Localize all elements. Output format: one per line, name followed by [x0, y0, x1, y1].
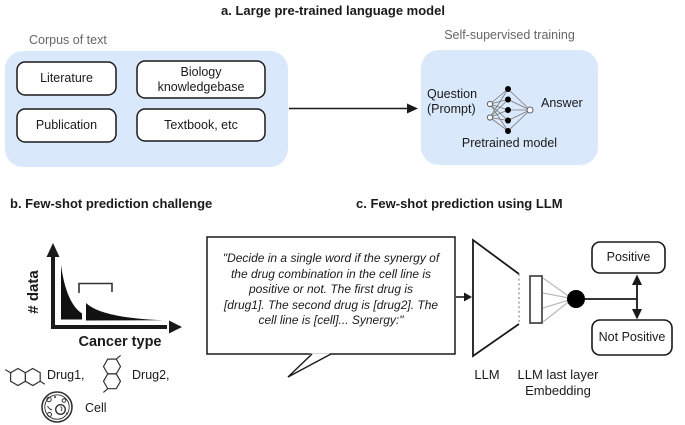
chart-curve-tail: [86, 303, 163, 321]
drug2-label: Drug2,: [132, 368, 170, 382]
cell-label: Cell: [85, 401, 107, 415]
neural-network-icon: [486, 86, 534, 134]
prompt-bubble-tail-stroke: [287, 353, 332, 378]
long-tail-chart: [46, 243, 182, 334]
y-axis-arrowhead-icon: [46, 243, 60, 257]
pretrained-model-label: Pretrained model: [461, 136, 558, 150]
answer-label: Answer: [541, 96, 583, 110]
biology-knowledgebase-box: [136, 60, 266, 99]
panel-b-title: b. Few-shot prediction challenge: [10, 196, 213, 211]
prompt-line-1: "Decide in a single word if the synergy …: [222, 251, 440, 265]
llm-label: LLM: [474, 367, 500, 382]
prompt-line-2: the drug combination in the cell line is: [230, 266, 432, 281]
output-double-arrow-icon: [632, 274, 642, 320]
drug1-label: Drug1,: [47, 368, 85, 382]
corpus-label: Corpus of text: [29, 33, 107, 47]
prompt-paren-label: (Prompt): [427, 101, 476, 116]
publication-box: [16, 108, 117, 143]
embedding-label-line2: Embedding: [525, 382, 591, 398]
embedding-rect: [529, 275, 543, 324]
y-axis-label: # data: [25, 270, 42, 314]
drug1-molecule-icon: [4, 367, 46, 387]
training-label: Self-supervised training: [444, 28, 575, 42]
panel-a-title: a. Large pre-trained language model: [221, 3, 445, 18]
cell-icon: [41, 391, 73, 423]
few-shot-bracket-icon: [78, 282, 113, 293]
not-positive-box: [591, 319, 673, 356]
literature-box: [16, 61, 117, 96]
embedding-label-line1: LLM last layer: [517, 367, 599, 382]
not-positive-label: Not Positive: [598, 330, 666, 344]
corpus-item-biology-knowledgebase: Biology knowledgebase: [157, 64, 245, 94]
prompt-line-3: positive or not. The first drug is: [248, 282, 414, 296]
positive-label: Positive: [606, 250, 651, 264]
x-axis-arrowhead-icon: [169, 320, 182, 334]
embedding-fan-lines: [542, 277, 570, 323]
corpus-item-literature: Literature: [40, 71, 93, 85]
prompt-to-llm-arrow-icon: [456, 292, 472, 302]
prompt-text: "Decide in a single word if the synergy …: [209, 251, 453, 329]
x-axis-label: Cancer type: [78, 334, 162, 350]
prediction-node-icon: [567, 290, 585, 308]
textbook-box: [136, 108, 266, 142]
positive-box: [591, 241, 666, 274]
question-label: Question: [427, 87, 478, 101]
llm-trapezoid: [472, 238, 520, 358]
corpus-item-publication: Publication: [35, 118, 98, 132]
prompt-bubble: [206, 236, 456, 355]
prompt-line-5: cell line is [cell]... Synergy:": [258, 313, 404, 327]
prompt-line-4: [drug1]. The second drug is [drug2]. The: [223, 297, 439, 312]
drug2-molecule-icon: [102, 354, 122, 393]
panel-c-title: c. Few-shot prediction using LLM: [356, 196, 563, 211]
chart-curve-head: [61, 265, 82, 320]
corpus-item-textbook: Textbook, etc: [164, 117, 238, 132]
corpus-to-training-arrow-icon: [289, 103, 418, 114]
